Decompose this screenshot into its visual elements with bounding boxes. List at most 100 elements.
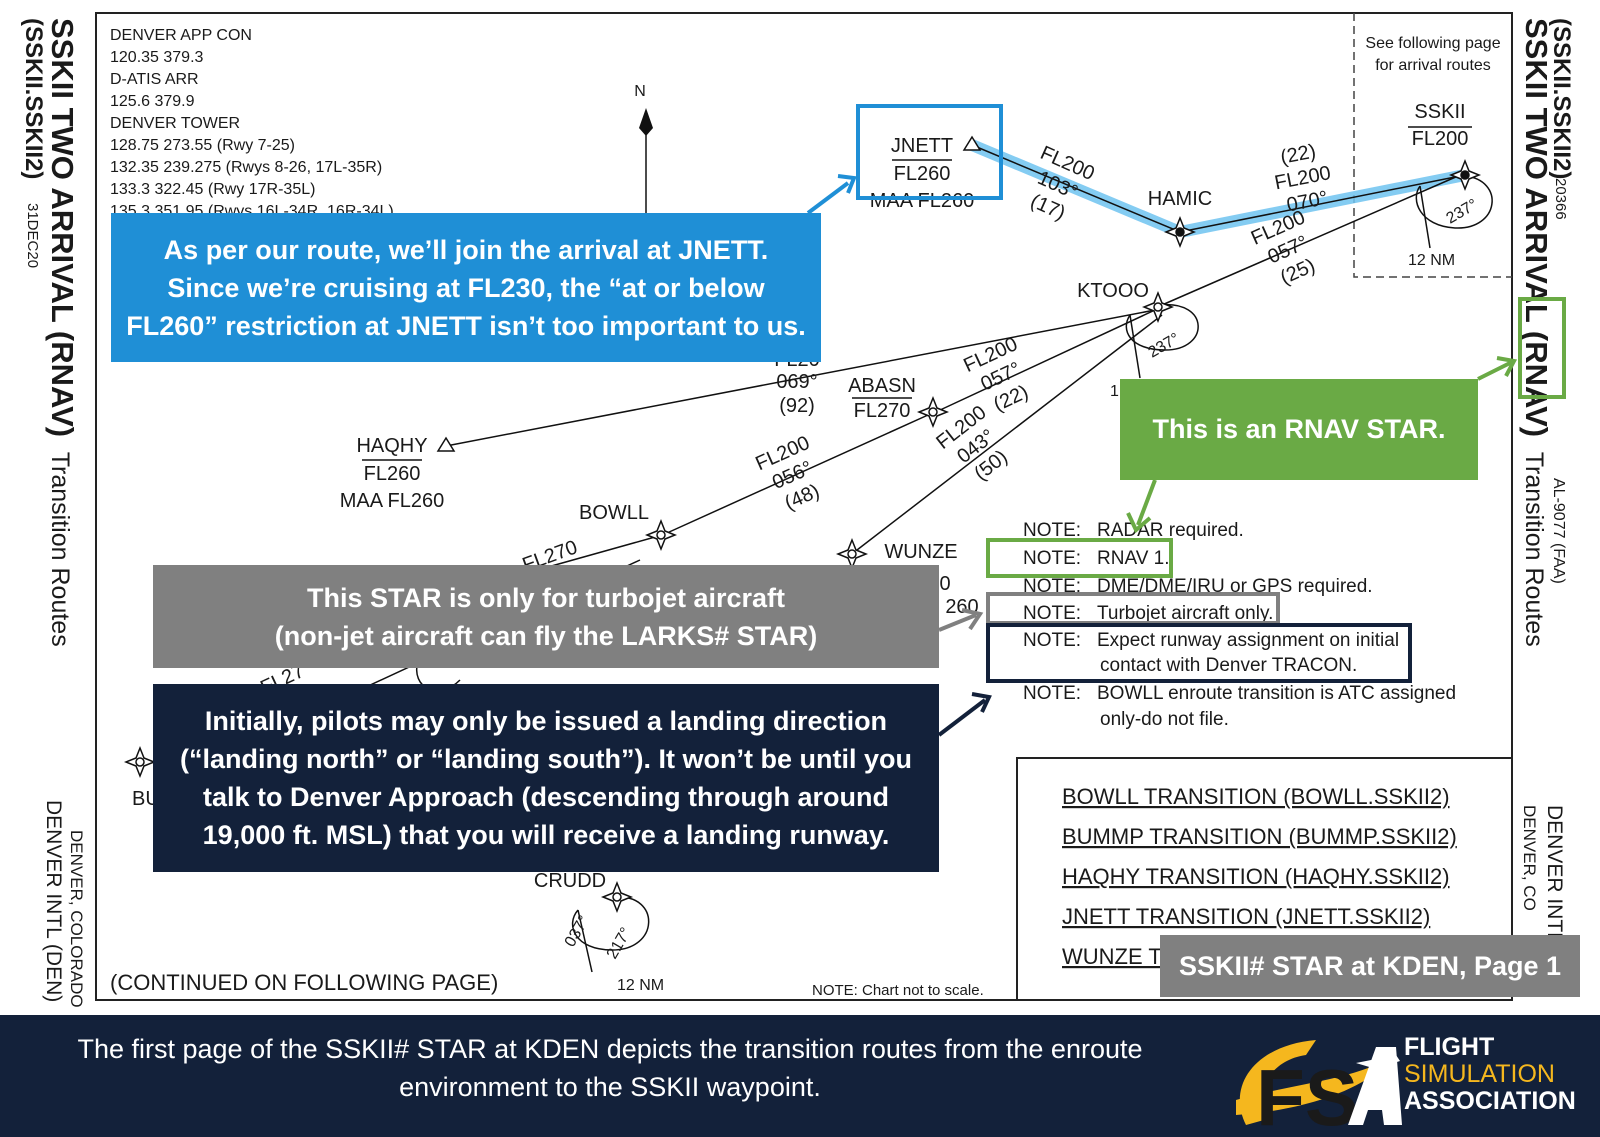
svg-text:132.35 239.275 (Rwys 8-26, 17: 132.35 239.275 (Rwys 8-26, 17L-35R) [110,159,382,176]
ktooo-fix-icon [1141,290,1175,324]
svg-text:HAQHY TRANSITION (HAQHY.SSKII2: HAQHY TRANSITION (HAQHY.SSKII2) [1062,864,1450,889]
svg-text:DENVER, CO: DENVER, CO [1520,805,1539,911]
svg-text:FL270: FL270 [854,400,911,422]
svg-text:NOTE:: NOTE: [1023,603,1081,624]
not-to-scale-note: NOTE: Chart not to scale. [812,982,984,999]
left-code: (SSKII.SSKII2) 31DEC20 [20,18,47,268]
svg-text:(SSKII.SSKII2): (SSKII.SSKII2) [1548,18,1575,179]
bowll-fix-icon [644,518,678,552]
notes-block: NOTE: RADAR required. NOTE: RNAV 1. NOTE: D… [1023,520,1456,730]
svg-text:SSKII TWO ARRIVAL (RNAV) Trans: SSKII TWO ARRIVAL (RNAV) Transition Rout… [45,18,80,647]
right-airport: DENVER INTL DENVER, CO [1520,805,1566,944]
svg-text:NOTE:: NOTE: [1023,548,1081,569]
bummp-fix-icon [123,745,157,779]
svg-text:DENVER APP CON: DENVER APP CON [110,27,252,44]
right-title: SSKII TWO ARRIVAL (RNAV) Transition Rout… [1519,18,1554,647]
see-following-note: See following page for arrival routes [1365,35,1500,74]
callout-arrows [806,174,1518,737]
runway-note-box [986,623,1412,683]
svg-text:0: 0 [939,573,950,595]
svg-text:HAQHY: HAQHY [356,435,427,457]
turbojet-callout: This STAR is only for turbojet aircraft(… [153,565,939,668]
svg-text:DENVER, COLORADO: DENVER, COLORADO [67,830,86,1008]
svg-text:D-ATIS ARR: D-ATIS ARR [110,71,199,88]
navy-arrow [937,698,987,737]
svg-text:12 NM: 12 NM [617,977,664,994]
chart-frame [95,12,1513,1001]
svg-text:RADAR required.: RADAR required. [1097,520,1244,541]
logo-wordmark: FLIGHT SIMULATION ASSOCIATION [1404,1033,1576,1115]
rnav-highlight-box [1518,297,1566,399]
svg-text:NOTE:: NOTE: [1023,683,1081,704]
svg-text:069°: 069° [776,371,817,393]
svg-text:only-do not file.: only-do not file. [1100,709,1229,730]
fix-symbols [123,135,1482,914]
svg-text:Turbojet aircraft only.: Turbojet aircraft only. [1097,603,1273,624]
svg-text:FL200: FL200 [1412,128,1469,150]
svg-text:contact with Denver TRACON.: contact with Denver TRACON. [1100,655,1357,676]
svg-text:128.75 273.55 (Rwy 7-25): 128.75 273.55 (Rwy 7-25) [110,137,295,154]
svg-text:(92): (92) [779,395,815,417]
green-arrow-right [1477,360,1513,381]
svg-text:133.3 322.45 (Rwy 17R-35L): 133.3 322.45 (Rwy 17R-35L) [110,181,315,198]
jnett-callout: As per our route, we’ll join the arrival… [111,213,821,362]
svg-text:125.6 379.9: 125.6 379.9 [110,93,195,110]
continued-note: (CONTINUED ON FOLLOWING PAGE) [110,970,498,995]
fix-labels: JNETT FL260 MAA FL260 HAMIC SSKII FL200 … [132,101,1472,892]
page-tag: SSKII# STAR at KDEN, Page 1 [1160,935,1580,997]
green-arrow-down [1136,479,1157,526]
svg-text:20366: 20366 [1552,178,1569,220]
svg-text:DME/DME/IRU or GPS required.: DME/DME/IRU or GPS required. [1097,576,1373,597]
right-al: AL-9077 (FAA) [1550,478,1567,584]
svg-text:FL260: FL260 [364,463,421,485]
svg-text:31DEC20: 31DEC20 [24,203,41,268]
crudd-fix-icon [600,880,634,914]
fsa-logo-icon: FS [1236,1040,1402,1135]
jnett-highlight-box [856,104,1003,200]
svg-text:BOWLL TRANSITION (BOWLL.SSKII2: BOWLL TRANSITION (BOWLL.SSKII2) [1062,784,1450,809]
svg-text:(SSKII.SSKII2): (SSKII.SSKII2) [20,18,47,179]
svg-text:FS: FS [1256,1053,1358,1135]
svg-text:CRUDD: CRUDD [534,870,606,892]
holding-patterns [415,175,1493,973]
transitions-box [1016,757,1513,1001]
north-arrow: N [634,83,653,215]
svg-text:DENVER INTL: DENVER INTL [1543,805,1566,944]
svg-text:JNETT: JNETT [891,135,953,157]
highlight-boxes [856,104,1566,683]
left-airport: DENVER INTL (DEN) DENVER, COLORADO [42,800,86,1008]
svg-text:NOTE:: NOTE: [1023,630,1081,651]
svg-text:for arrival routes: for arrival routes [1375,57,1491,74]
svg-text:RNAV 1.: RNAV 1. [1097,548,1170,569]
left-title: SSKII TWO ARRIVAL (RNAV) Transition Rout… [45,18,80,647]
svg-text:See following page: See following page [1365,35,1500,52]
svg-text:MAA FL260: MAA FL260 [870,190,975,212]
svg-text:SSKII TWO ARRIVAL (RNAV) Trans: SSKII TWO ARRIVAL (RNAV) Transition Rout… [1519,18,1554,647]
svg-text:MAA FL260: MAA FL260 [340,490,445,512]
svg-text:Expect runway assignment on in: Expect runway assignment on initial [1097,630,1399,651]
svg-text:ABASN: ABASN [848,375,916,397]
abasn-fix-icon [916,395,950,429]
sskii-fix-icon [1448,158,1482,192]
svg-text:BUMMP TRANSITION (BUMMP.SSKII2: BUMMP TRANSITION (BUMMP.SSKII2) [1062,824,1457,849]
svg-text:WUNZE: WUNZE [884,541,957,563]
rnav1-note-box [986,538,1173,578]
svg-text:FL260: FL260 [894,163,951,185]
svg-text:1: 1 [1110,383,1119,400]
svg-text:NOTE:: NOTE: [1023,576,1081,597]
svg-text:BOWLL enroute transition is AT: BOWLL enroute transition is ATC assigned [1097,683,1456,704]
right-code: (SSKII.SSKII2) 20366 [1548,18,1575,220]
svg-text:SSKII: SSKII [1414,101,1465,123]
gray-arrow [938,613,977,632]
svg-text:NOTE:: NOTE: [1023,520,1081,541]
svg-text:N: N [634,83,646,100]
hamic-fix-icon [1163,215,1197,249]
runway-callout: Initially, pilots may only be issued a l… [153,684,939,872]
svg-text:HAMIC: HAMIC [1148,188,1212,210]
caption: The first page of the SSKII# STAR at KDE… [77,1034,1143,1102]
svg-text:KTOOO: KTOOO [1077,280,1149,302]
svg-text:12 NM: 12 NM [1408,252,1455,269]
svg-text:DENVER INTL (DEN): DENVER INTL (DEN) [42,800,65,1002]
blue-arrow [806,181,850,215]
